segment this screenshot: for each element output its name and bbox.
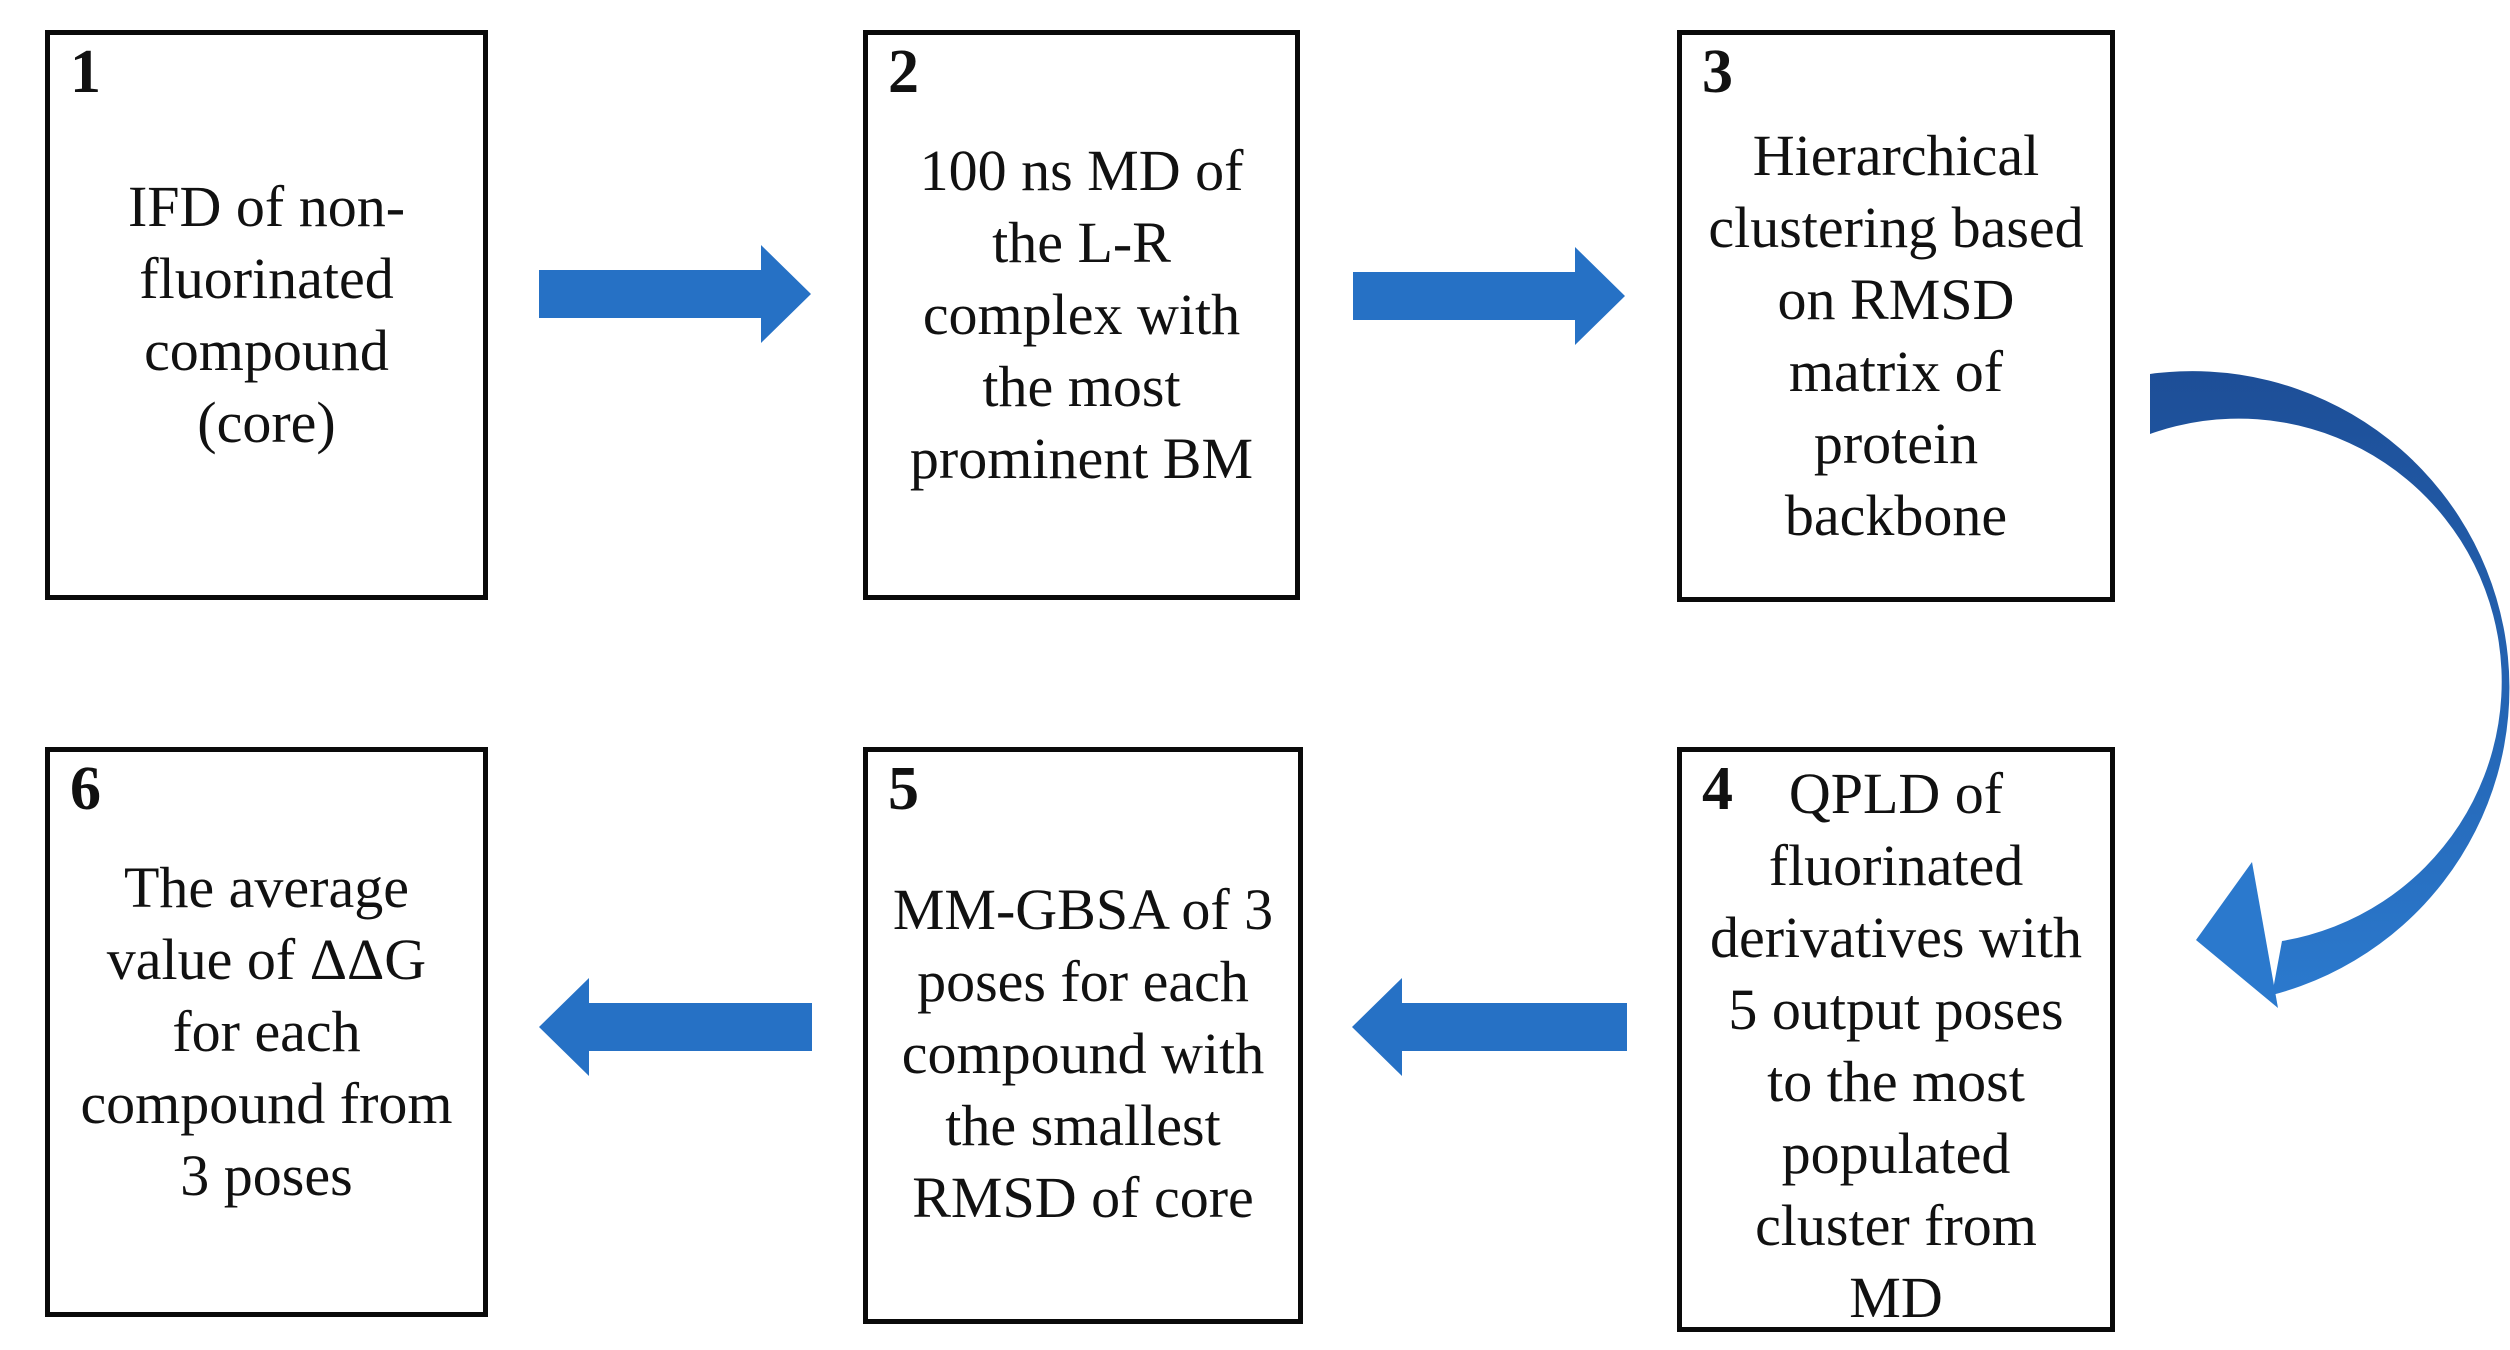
arrow-step1-to-step2-right-icon: [539, 245, 811, 343]
arrow-step2-to-step3-right-icon: [1353, 247, 1625, 345]
step-text-3: Hierarchical clustering based on RMSD ma…: [1708, 123, 2084, 548]
step-text-4: QPLD of fluorinated derivatives with 5 o…: [1709, 761, 2083, 1330]
arrow-step4-to-step5-left-icon: [1352, 978, 1627, 1076]
step-text-6: The average value of ΔΔG for each compou…: [80, 855, 453, 1208]
step-box-5: 5 MM-GBSA of 3 poses for each compound w…: [863, 747, 1303, 1324]
step-box-6: 6 The average value of ΔΔG for each comp…: [45, 747, 488, 1317]
step-box-4: 4 QPLD of fluorinated derivatives with 5…: [1677, 747, 2115, 1332]
step-number-4: 4: [1702, 755, 1733, 823]
step-box-3: 3 Hierarchical clustering based on RMSD …: [1677, 30, 2115, 602]
step-number-5: 5: [888, 755, 919, 823]
step-number-2: 2: [888, 38, 919, 106]
step-text-5: MM-GBSA of 3 poses for each compound wit…: [892, 876, 1274, 1230]
step-text-1: IFD of non- fluorinated compound (core): [127, 174, 406, 455]
arrow-step3-to-step4-curved-icon: [2150, 371, 2510, 1008]
step-text-2: 100 ns MD of the L-R complex with the mo…: [909, 138, 1254, 491]
step-number-3: 3: [1702, 38, 1733, 106]
step-number-6: 6: [70, 755, 101, 823]
step-box-1: 1 IFD of non- fluorinated compound (core…: [45, 30, 488, 600]
step-box-2: 2 100 ns MD of the L-R complex with the …: [863, 30, 1300, 600]
arrow-step5-to-step6-left-icon: [539, 978, 812, 1076]
step-number-1: 1: [70, 38, 101, 106]
